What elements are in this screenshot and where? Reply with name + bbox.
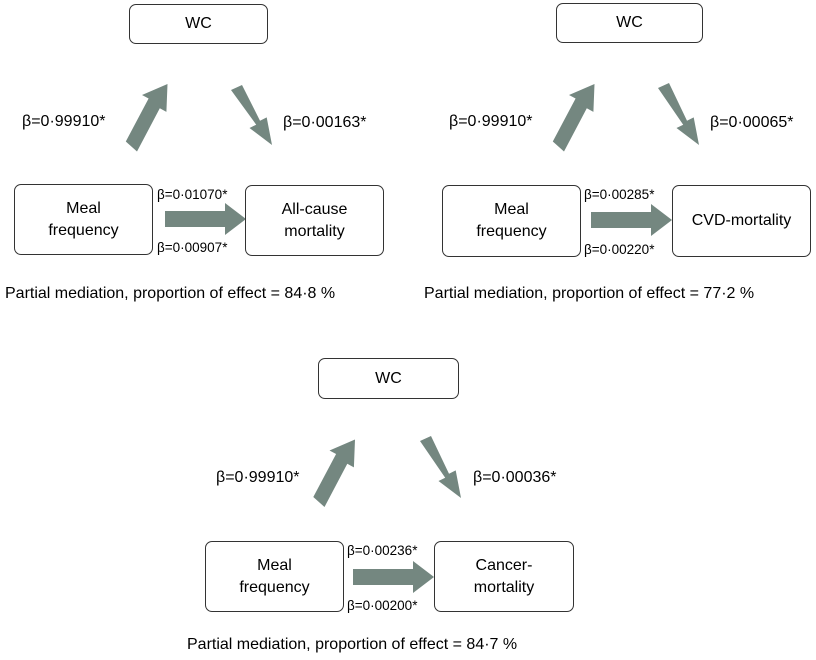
mediator-label: WC [375,369,402,387]
b-path-coefficient: β=0·00036* [473,469,557,486]
exposure-box: Meal frequency [205,541,344,612]
outcome-box: All-cause mortality [245,185,384,256]
exposure-label-line2: frequency [48,221,119,239]
exposure-label-line1: Meal [494,201,529,218]
arrow-mediator-to-outcome [658,83,699,145]
arrow-exposure-to-mediator [313,439,355,507]
direct-effect-coefficient: β=0·00200* [347,598,418,613]
a-path-coefficient: β=0·99910* [216,469,300,486]
mediation-caption: Partial mediation, proportion of effect … [187,636,518,653]
arrow-mediator-to-outcome [420,436,461,498]
mediator-label: WC [616,14,643,31]
mediation-caption: Partial mediation, proportion of effect … [5,285,336,302]
b-path-coefficient: β=0·00163* [283,114,367,131]
mediator-label: WC [185,15,212,32]
arrow-exposure-to-outcome [353,561,434,593]
arrow-exposure-to-mediator [125,84,168,152]
mediator-box: WC [318,358,459,399]
mediator-box: WC [129,4,268,44]
total-effect-coefficient: β=0·00236* [347,543,418,558]
a-path-coefficient: β=0·99910* [449,113,533,130]
exposure-label-line1: Meal [257,556,292,574]
a-path-coefficient: β=0·99910* [22,113,106,130]
total-effect-coefficient: β=0·00285* [584,187,655,202]
arrow-exposure-to-mediator [552,84,595,152]
outcome-label-line2: mortality [473,578,535,596]
outcome-box: Cancer- mortality [434,541,574,612]
total-effect-coefficient: β=0·01070* [157,187,228,202]
outcome-label-line1: Cancer- [475,556,533,574]
b-path-coefficient: β=0·00065* [710,114,794,131]
exposure-box: Meal frequency [442,185,581,257]
direct-effect-coefficient: β=0·00220* [584,242,655,257]
outcome-label-line1: CVD-mortality [691,212,792,229]
exposure-label-line2: frequency [239,578,310,596]
outcome-label-line1: All-cause [281,200,348,218]
arrow-exposure-to-outcome [165,203,246,235]
mediation-caption: Partial mediation, proportion of effect … [424,285,755,302]
exposure-label-line1: Meal [66,199,101,217]
outcome-box: CVD-mortality [672,185,811,257]
direct-effect-coefficient: β=0·00907* [157,240,228,255]
arrow-mediator-to-outcome [231,85,272,145]
exposure-label-line2: frequency [476,223,547,240]
arrow-exposure-to-outcome [591,204,672,236]
mediator-box: WC [556,3,703,43]
outcome-label-line2: mortality [284,222,345,240]
exposure-box: Meal frequency [14,184,153,255]
